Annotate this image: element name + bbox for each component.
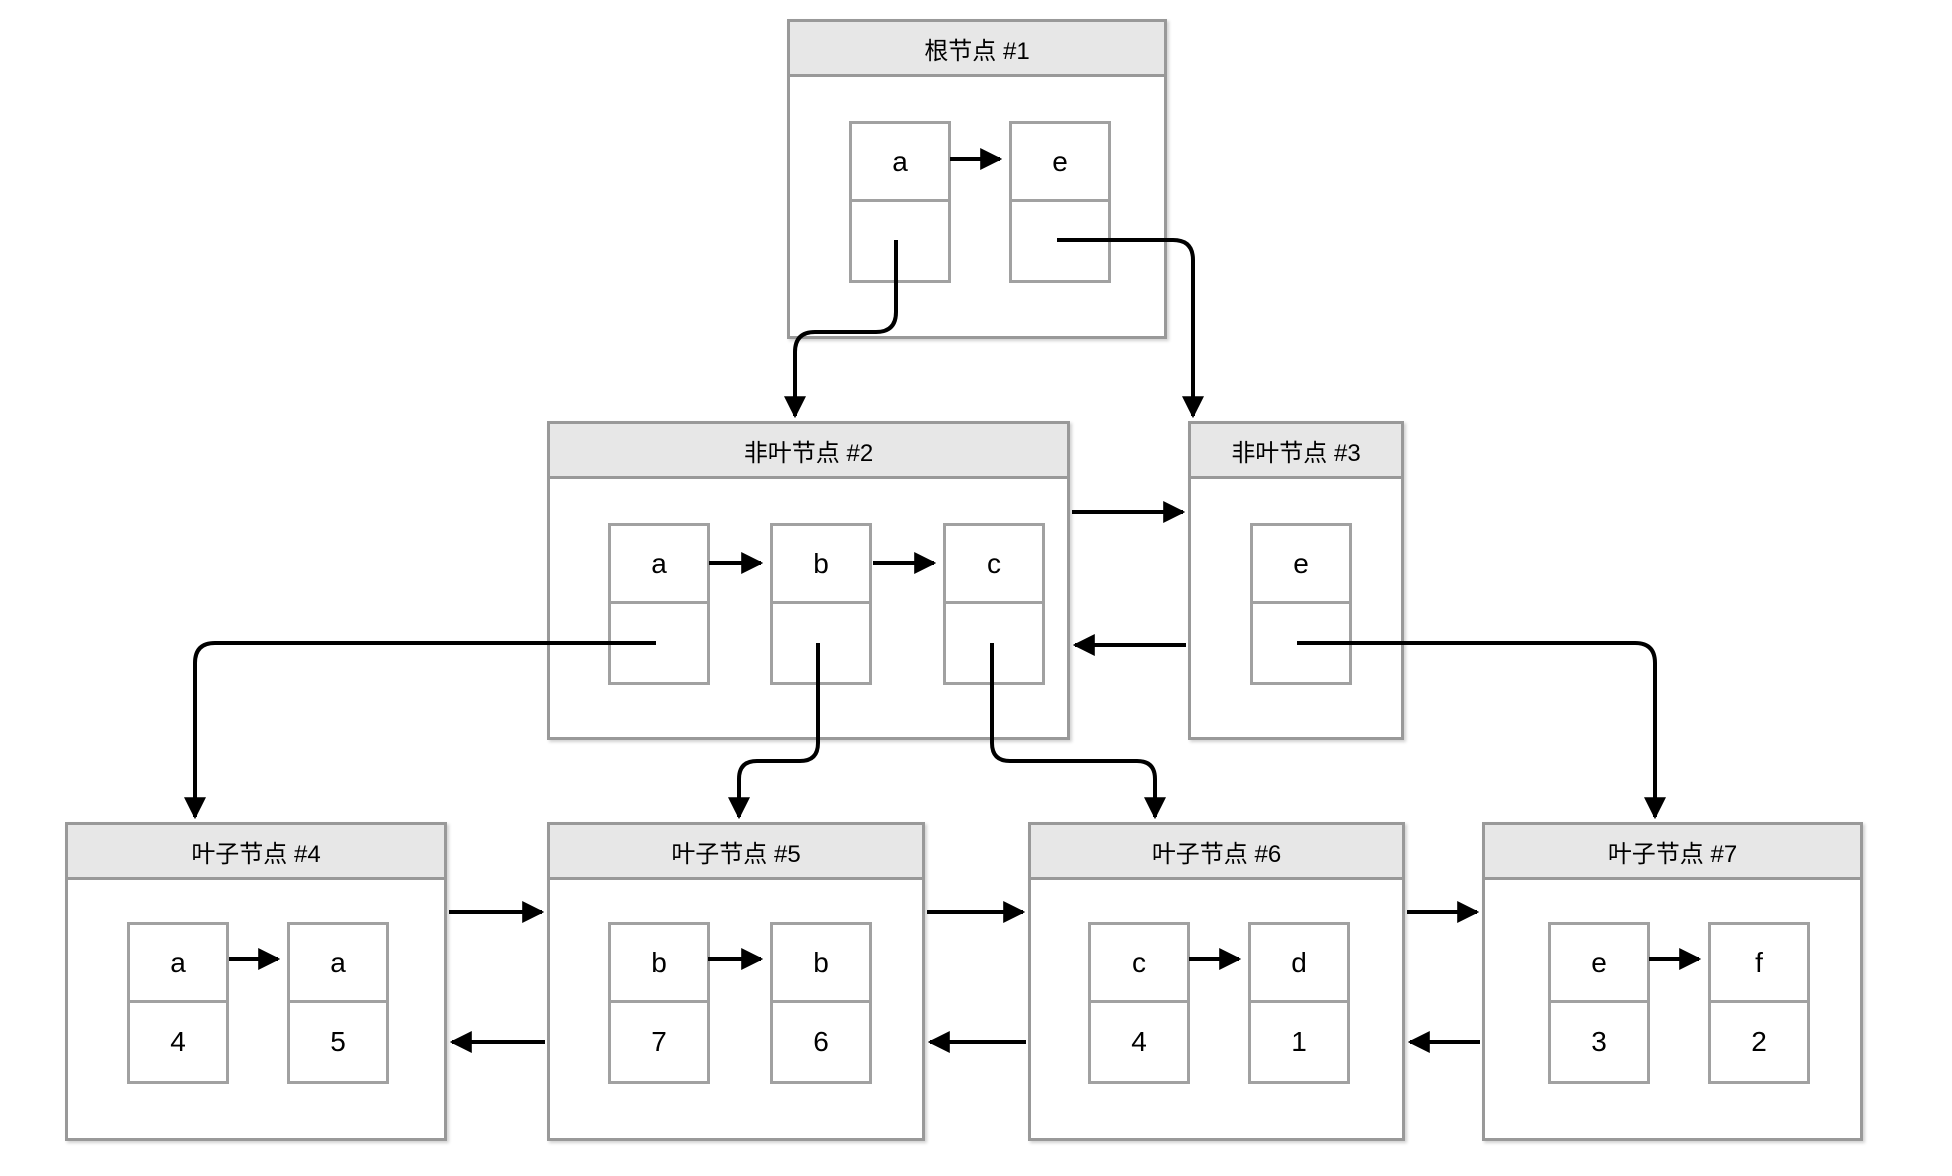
- cell-pointer: [773, 604, 869, 682]
- cell-pointer: 2: [1751, 1026, 1767, 1057]
- cell-key: e: [1012, 124, 1108, 202]
- node-title: 叶子节点 #6: [1031, 825, 1402, 880]
- cell-pointer: [1253, 604, 1349, 682]
- cell-key: a: [130, 925, 226, 1003]
- cell-pointer: [611, 604, 707, 682]
- cell-key: e: [1253, 526, 1349, 604]
- record-cell: a 4: [127, 922, 229, 1084]
- record-cell: b 7: [608, 922, 710, 1084]
- cell-key: a: [852, 124, 948, 202]
- cell-key: a: [611, 526, 707, 604]
- node-title: 非叶节点 #2: [550, 424, 1067, 479]
- record-cell: c: [943, 523, 1045, 685]
- record-cell: e 3: [1548, 922, 1650, 1084]
- cell-key: f: [1711, 925, 1807, 1003]
- node-internal-3: 非叶节点 #3 e: [1188, 421, 1404, 740]
- cell-pointer: [1012, 202, 1108, 280]
- node-leaf-4: 叶子节点 #4 a 4 a 5: [65, 822, 447, 1141]
- record-cell: a: [608, 523, 710, 685]
- node-leaf-5: 叶子节点 #5 b 7 b 6: [547, 822, 925, 1141]
- record-cell: c 4: [1088, 922, 1190, 1084]
- node-title: 非叶节点 #3: [1191, 424, 1401, 479]
- cell-pointer: 1: [1291, 1026, 1307, 1057]
- cell-pointer: 3: [1591, 1026, 1607, 1057]
- record-cell: d 1: [1248, 922, 1350, 1084]
- cell-pointer: 4: [170, 1026, 186, 1057]
- cell-pointer: [946, 604, 1042, 682]
- node-leaf-7: 叶子节点 #7 e 3 f 2: [1482, 822, 1863, 1141]
- record-cell: e: [1009, 121, 1111, 283]
- cell-pointer: 7: [651, 1026, 667, 1057]
- cell-key: d: [1251, 925, 1347, 1003]
- record-cell: b: [770, 523, 872, 685]
- cell-pointer: 5: [330, 1026, 346, 1057]
- cell-key: a: [290, 925, 386, 1003]
- cell-pointer: 6: [813, 1026, 829, 1057]
- node-internal-2: 非叶节点 #2 a b c: [547, 421, 1070, 740]
- cell-key: b: [773, 526, 869, 604]
- node-title: 根节点 #1: [790, 22, 1164, 77]
- cell-key: b: [773, 925, 869, 1003]
- record-cell: a 5: [287, 922, 389, 1084]
- node-leaf-6: 叶子节点 #6 c 4 d 1: [1028, 822, 1405, 1141]
- cell-key: b: [611, 925, 707, 1003]
- cell-key: e: [1551, 925, 1647, 1003]
- cell-key: c: [946, 526, 1042, 604]
- cell-key: c: [1091, 925, 1187, 1003]
- cell-pointer: 4: [1131, 1026, 1147, 1057]
- node-title: 叶子节点 #5: [550, 825, 922, 880]
- node-root-1: 根节点 #1 a e: [787, 19, 1167, 339]
- record-cell: b 6: [770, 922, 872, 1084]
- record-cell: e: [1250, 523, 1352, 685]
- node-title: 叶子节点 #7: [1485, 825, 1860, 880]
- cell-pointer: [852, 202, 948, 280]
- record-cell: a: [849, 121, 951, 283]
- node-title: 叶子节点 #4: [68, 825, 444, 880]
- record-cell: f 2: [1708, 922, 1810, 1084]
